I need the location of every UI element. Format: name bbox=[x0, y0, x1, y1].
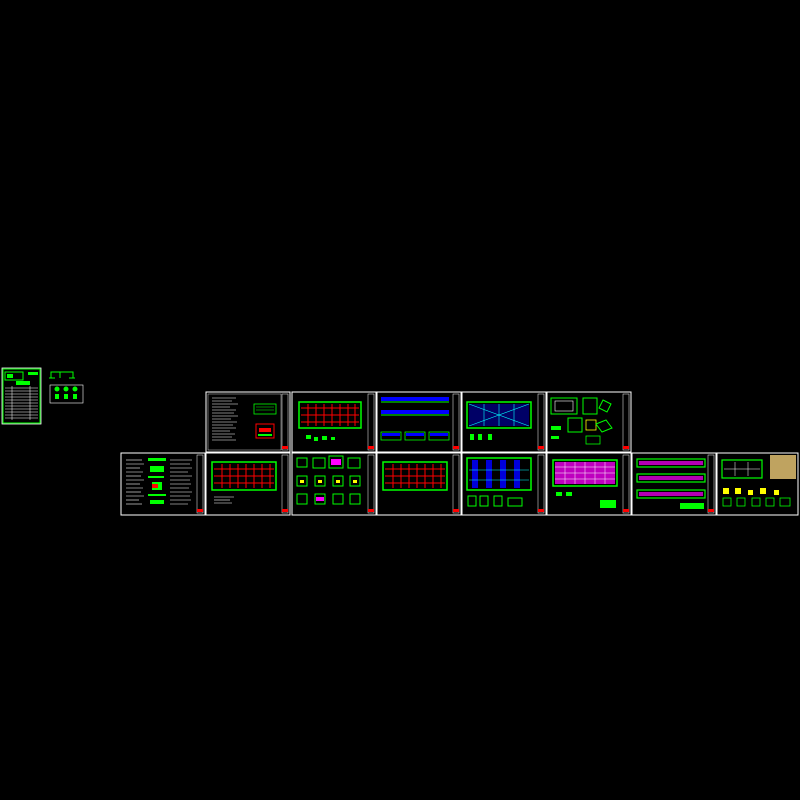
index-sheet[interactable] bbox=[1, 367, 42, 425]
sheet-03[interactable] bbox=[376, 391, 462, 453]
sheet-10[interactable] bbox=[461, 452, 547, 516]
notes-text bbox=[212, 397, 238, 441]
sheet-04[interactable] bbox=[461, 391, 547, 453]
sheet-02[interactable] bbox=[291, 391, 377, 453]
sheet-13[interactable] bbox=[716, 452, 799, 516]
section-symbol[interactable] bbox=[49, 371, 75, 379]
sheet-01[interactable] bbox=[205, 391, 291, 453]
detail-symbols[interactable] bbox=[49, 384, 84, 404]
sheet-11[interactable] bbox=[546, 452, 632, 516]
sheet-09[interactable] bbox=[376, 452, 462, 516]
index-table-rows bbox=[5, 386, 38, 420]
sheet-07[interactable] bbox=[205, 452, 291, 516]
sheet-06[interactable] bbox=[120, 452, 206, 516]
sheet-08[interactable] bbox=[291, 452, 377, 516]
sheet-12[interactable] bbox=[631, 452, 717, 516]
sheet-05[interactable] bbox=[546, 391, 632, 453]
